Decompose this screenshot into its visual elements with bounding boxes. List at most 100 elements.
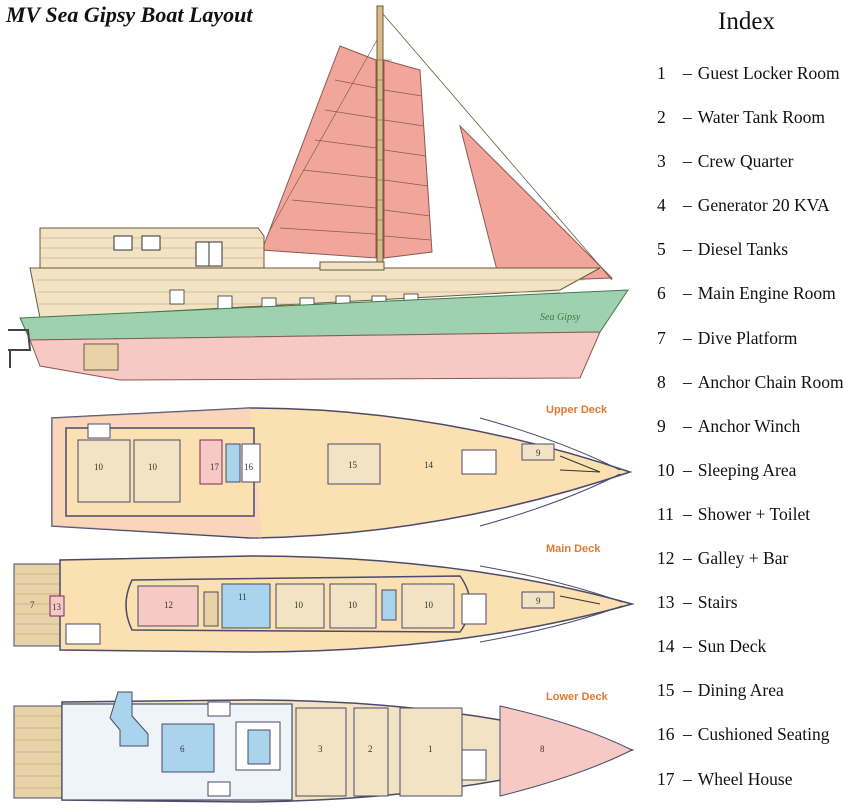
room-9-upper: 9 <box>536 448 541 458</box>
room-12: 12 <box>164 600 173 610</box>
index-item-number: 15 <box>657 680 675 701</box>
index-item: 15–Dining Area <box>657 679 844 723</box>
side-view: Sea Gipsy <box>8 5 629 381</box>
index-item: 5–Diesel Tanks <box>657 238 844 282</box>
room-15: 15 <box>348 460 358 470</box>
index-item-label: Main Engine Room <box>697 283 836 304</box>
index-item-label: Dive Platform <box>697 327 798 348</box>
index-item-label: Crew Quarter <box>697 151 794 172</box>
hull-lower <box>29 331 601 381</box>
index-item-dash: – <box>683 63 692 83</box>
index-item-label: Anchor Winch <box>697 415 801 436</box>
index-item-number: 16 <box>657 724 675 745</box>
index-item: 17–Wheel House <box>657 768 844 812</box>
index-item-dash: – <box>683 195 692 216</box>
index-item-number: 13 <box>657 592 675 613</box>
room-13-main: 13 <box>52 602 62 612</box>
room-11-main: 11 <box>238 592 247 602</box>
hull-name: Sea Gipsy <box>540 312 581 323</box>
index-item-number: 2 <box>657 107 666 128</box>
room-1: 1 <box>428 744 433 754</box>
index-item-label: Shower + Toilet <box>697 503 811 524</box>
main-cabin <box>29 267 601 319</box>
room-7: 7 <box>30 600 35 610</box>
boat-diagram: Sea Gipsy 10 10 17 16 15 14 9 Upper Deck <box>8 5 635 803</box>
junk-sail-left <box>261 45 377 259</box>
room-16: 16 <box>244 462 254 472</box>
index-item-number: 12 <box>657 548 675 569</box>
index-item: 7–Dive Platform <box>657 327 844 371</box>
main-deck-label: Main Deck <box>546 543 601 555</box>
index-item-number: 4 <box>657 195 666 216</box>
page-title: MV Sea Gipsy Boat Layout <box>6 2 253 27</box>
index-item: 1–Guest Locker Room <box>657 62 844 106</box>
upper-deck-label: Upper Deck <box>546 404 608 416</box>
index-item: 9–Anchor Winch <box>657 415 844 459</box>
index-item-label: Galley + Bar <box>697 548 789 569</box>
index-item-dash: – <box>683 371 692 392</box>
main-mast <box>376 5 384 269</box>
index-item-dash: – <box>683 680 692 701</box>
junk-sail-right <box>383 59 433 259</box>
room-8: 8 <box>540 744 545 754</box>
index-title: Index <box>718 8 775 35</box>
room-3: 3 <box>318 744 323 754</box>
room-10b: 10 <box>148 462 158 472</box>
index-item: 8–Anchor Chain Room <box>657 371 844 415</box>
room-10e: 10 <box>424 600 434 610</box>
index-item-number: 6 <box>657 283 666 304</box>
index-item-dash: – <box>683 592 692 613</box>
index-item: 13–Stairs <box>657 591 844 635</box>
index-item-number: 14 <box>657 636 675 657</box>
index-item-number: 9 <box>657 415 666 436</box>
index-item-dash: – <box>683 151 692 172</box>
index-item-label: Diesel Tanks <box>697 239 789 260</box>
room-17: 17 <box>210 462 220 472</box>
index-item-number: 7 <box>657 327 666 348</box>
index-item-dash: – <box>683 327 692 348</box>
index-item-label: Dining Area <box>697 680 784 701</box>
index-item: 4–Generator 20 KVA <box>657 194 844 238</box>
index-item-dash: – <box>683 107 692 128</box>
room-9-main: 9 <box>536 596 541 606</box>
index-item-number: 3 <box>657 151 666 172</box>
index-item-label: Stairs <box>697 592 738 613</box>
room-6: 6 <box>180 744 185 754</box>
index-item: 11–Shower + Toilet <box>657 503 844 547</box>
index-item-dash: – <box>683 415 692 436</box>
index-item: 6–Main Engine Room <box>657 282 844 326</box>
index-item: 10–Sleeping Area <box>657 459 844 503</box>
main-deck-plan: 7 13 12 11 10 10 10 9 Main Deck <box>13 543 635 653</box>
index-item-label: Sleeping Area <box>697 459 797 480</box>
room-10c: 10 <box>294 600 304 610</box>
lower-deck-plan: 6 3 2 1 8 Lower Deck <box>13 691 635 803</box>
room-2: 2 <box>368 744 373 754</box>
index-item: 3–Crew Quarter <box>657 150 844 194</box>
index-item-dash: – <box>683 503 692 524</box>
index-item-number: 11 <box>657 503 674 524</box>
room-14: 14 <box>424 460 434 470</box>
index-item: 14–Sun Deck <box>657 635 844 679</box>
index-item-label: Wheel House <box>697 768 793 789</box>
index-item-number: 1 <box>657 63 666 83</box>
index-item-dash: – <box>683 283 692 304</box>
index-item-label: Water Tank Room <box>697 107 826 128</box>
index-item-number: 17 <box>657 768 675 789</box>
index-item-dash: – <box>683 724 692 745</box>
room-10a: 10 <box>94 462 104 472</box>
lower-deck-label: Lower Deck <box>546 691 609 703</box>
index-item-label: Guest Locker Room <box>697 63 840 83</box>
jib-sail <box>459 124 614 283</box>
upper-deck-plan: 10 10 17 16 15 14 9 Upper Deck <box>51 404 633 539</box>
room-10d: 10 <box>348 600 358 610</box>
index-item-dash: – <box>683 636 692 657</box>
index-item: 2–Water Tank Room <box>657 106 844 150</box>
index-item-dash: – <box>683 459 692 480</box>
index-item-label: Generator 20 KVA <box>697 195 830 216</box>
index-item-dash: – <box>683 768 692 789</box>
index-item: 16–Cushioned Seating <box>657 723 844 767</box>
index-item-label: Anchor Chain Room <box>697 371 844 392</box>
index-item-number: 10 <box>657 459 675 480</box>
index-item: 12–Galley + Bar <box>657 547 844 591</box>
